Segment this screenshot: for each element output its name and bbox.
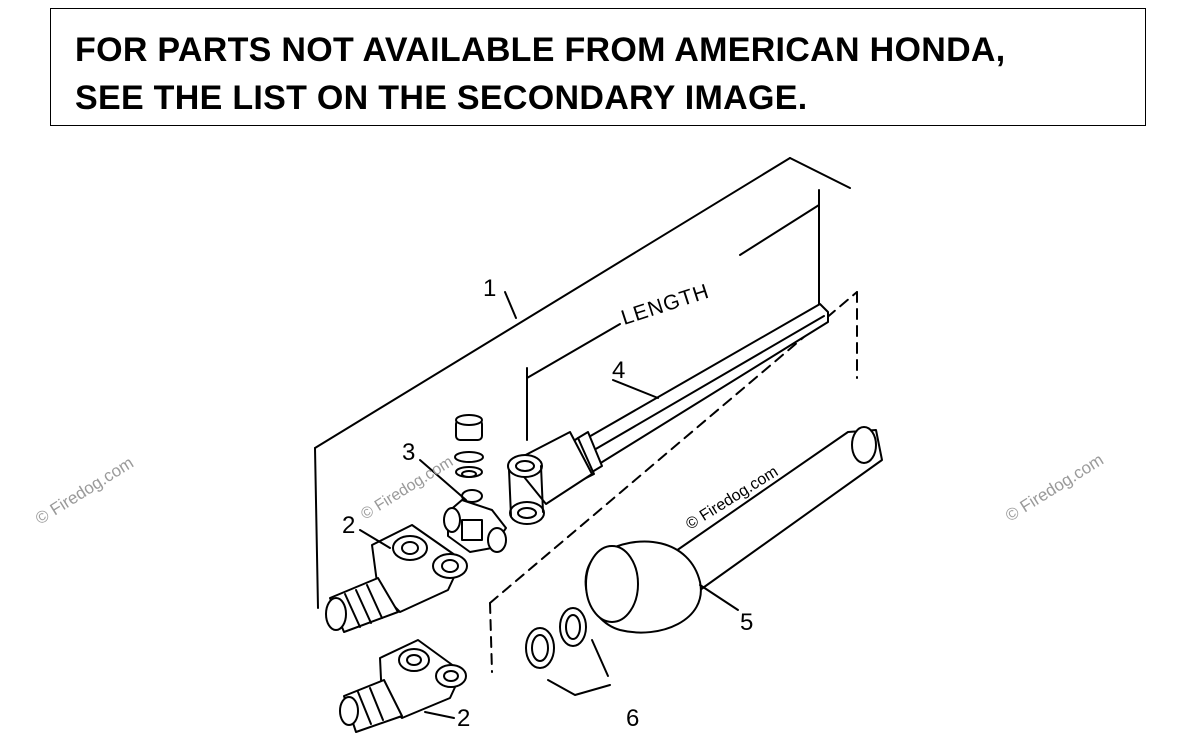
universal-joint-cross: [443, 414, 507, 553]
length-dimension: [526, 189, 820, 441]
outer-yoke-lower: [339, 639, 467, 733]
callout-1: 1: [483, 275, 496, 302]
callout-2-upper: 2: [342, 512, 355, 539]
callout-6: 6: [626, 705, 639, 732]
notice-line-2: SEE THE LIST ON THE SECONDARY IMAGE.: [75, 79, 808, 117]
assembly-bracket-1: [314, 157, 851, 609]
parts-availability-notice: FOR PARTS NOT AVAILABLE FROM AMERICAN HO…: [50, 8, 1146, 126]
inner-shaft: [507, 303, 829, 525]
notice-line-1: FOR PARTS NOT AVAILABLE FROM AMERICAN HO…: [75, 31, 1006, 69]
watermark-right: © Firedog.com: [1002, 450, 1107, 525]
boot-bracket-5: [489, 291, 858, 673]
leader-lines: [359, 379, 739, 719]
callout-5: 5: [740, 609, 753, 636]
outer-yoke-upper: [325, 524, 468, 633]
length-label: LENGTH: [618, 280, 712, 330]
callout-3: 3: [402, 439, 415, 466]
watermark-left: © Firedog.com: [32, 453, 137, 528]
seal-rings: [525, 607, 587, 669]
callout-2-lower: 2: [457, 705, 470, 732]
callout-4: 4: [612, 357, 625, 384]
outer-tube-boot: [584, 426, 883, 634]
